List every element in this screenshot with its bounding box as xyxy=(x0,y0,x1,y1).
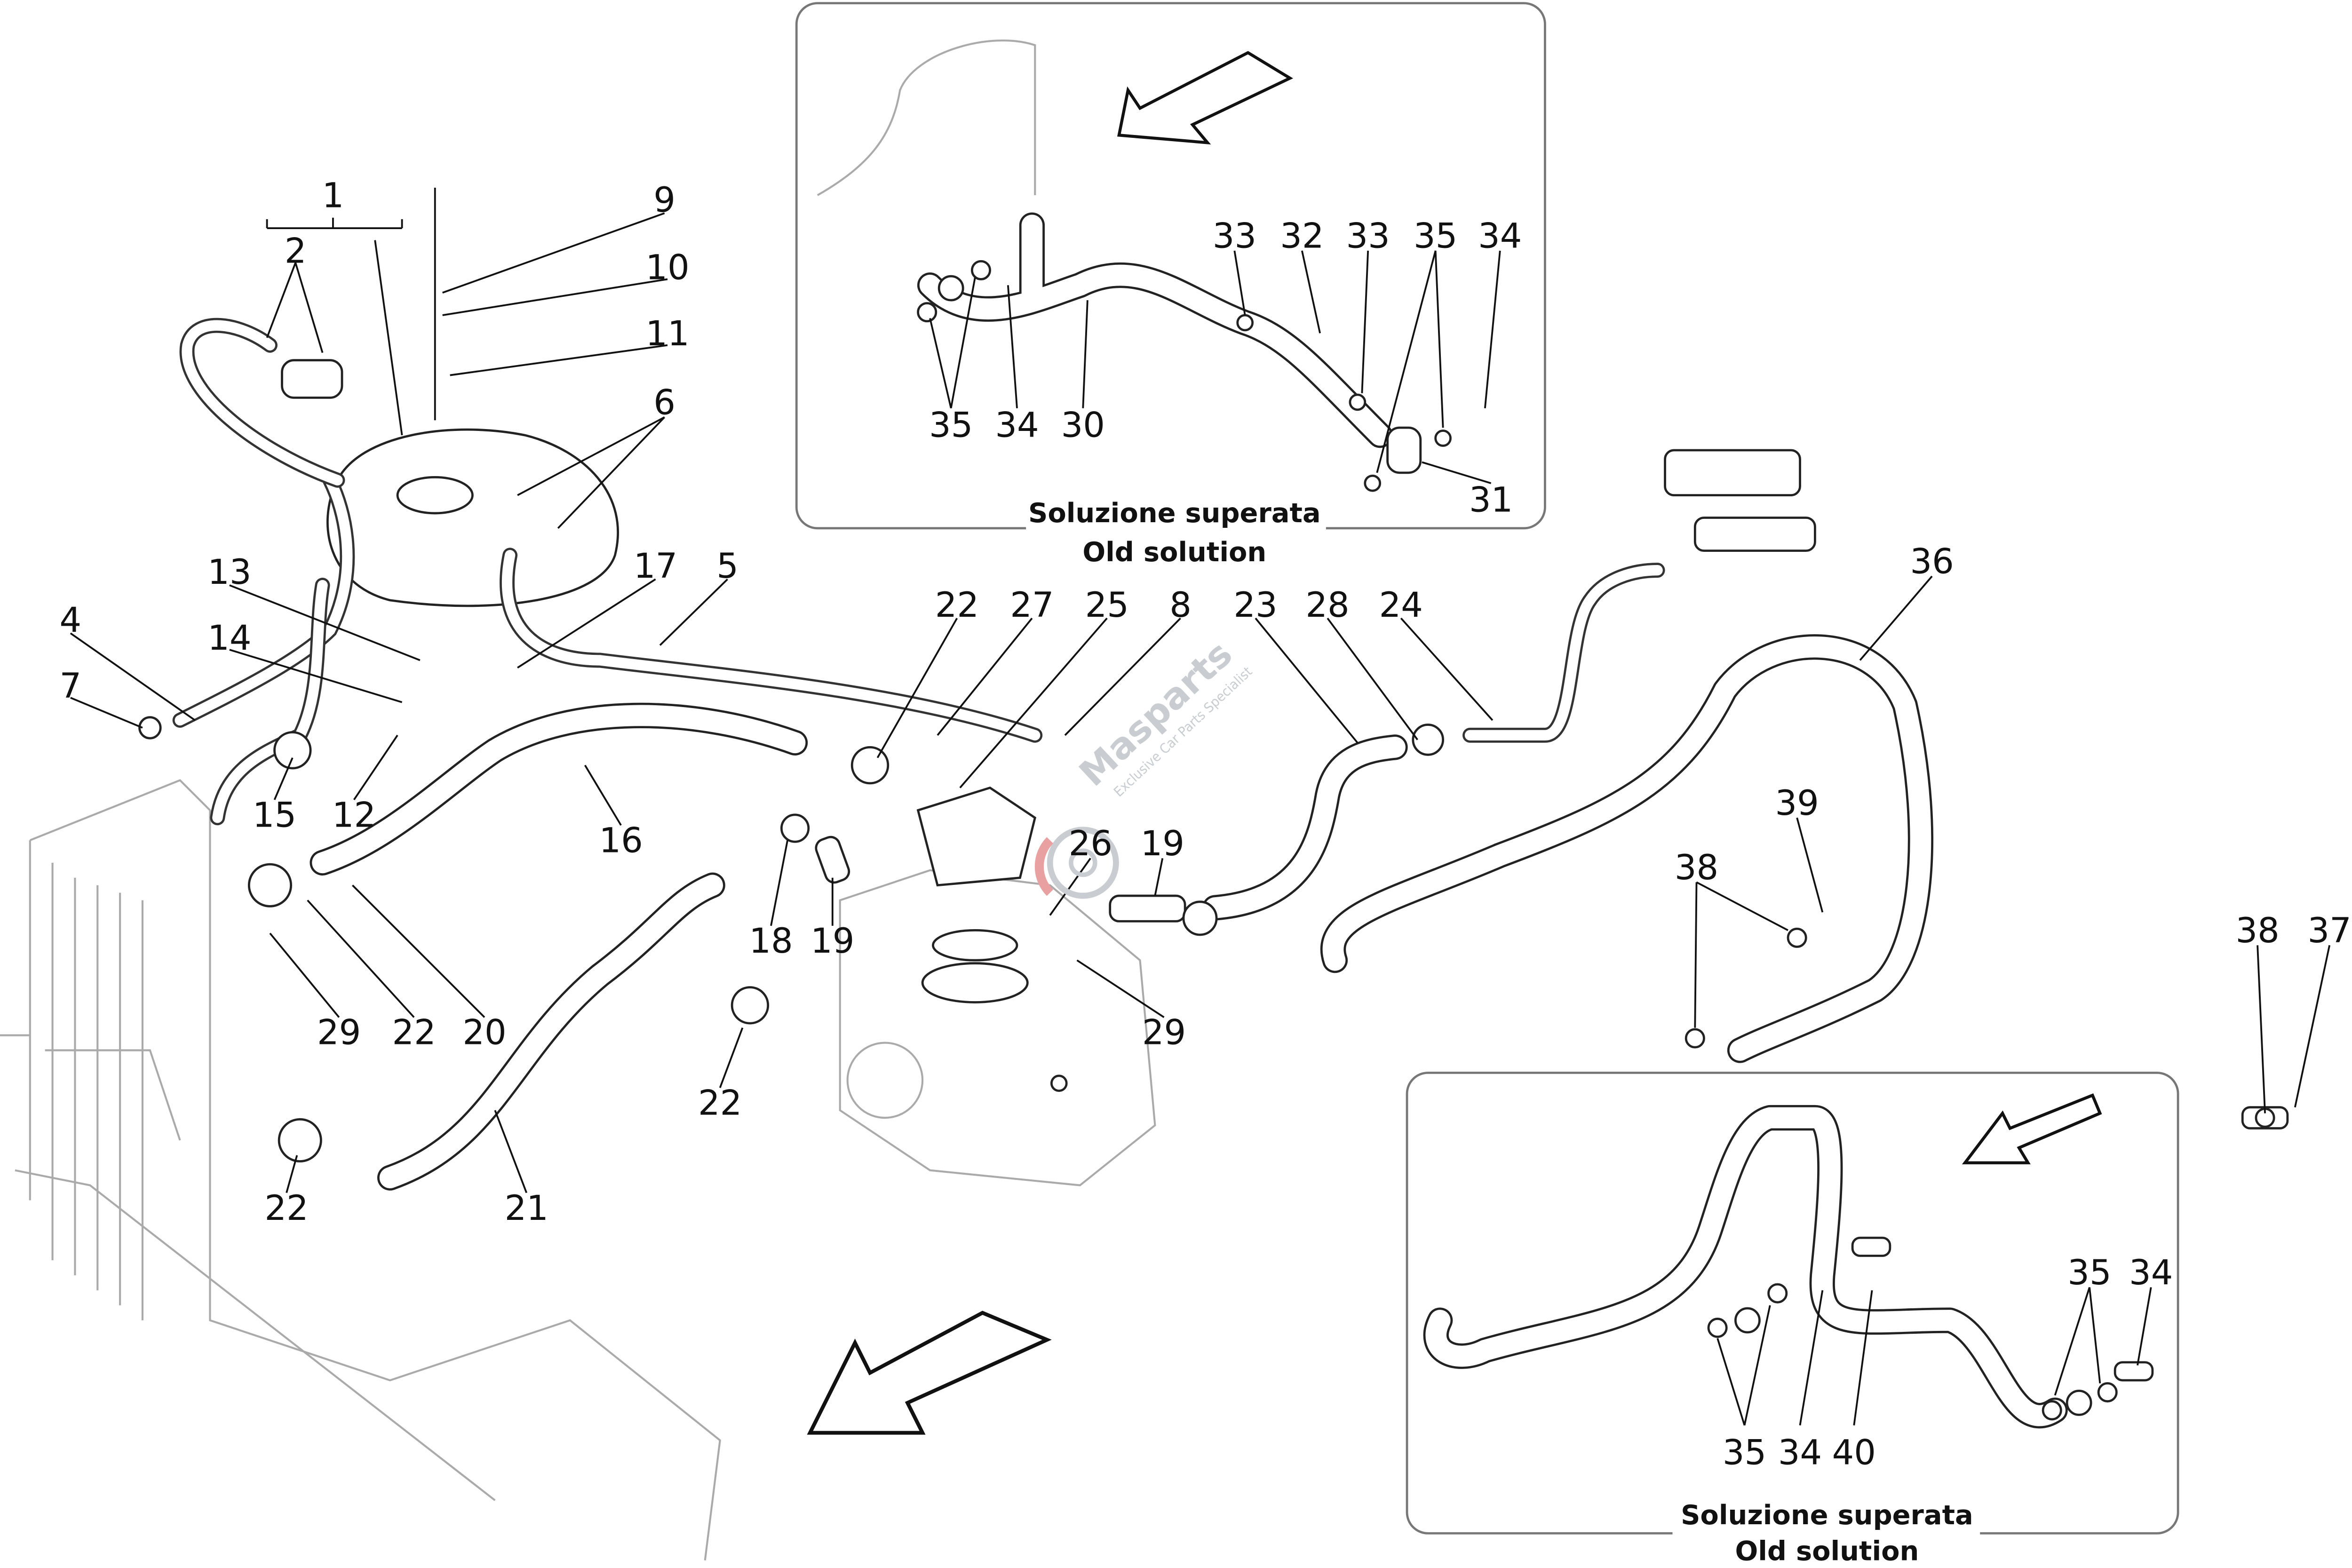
ref-label: 19 xyxy=(1141,824,1184,864)
ref-label: 24 xyxy=(1379,585,1423,625)
inset-top-caption-it: Soluzione superata xyxy=(1028,497,1321,529)
inset-top-caption-en: Old solution xyxy=(1082,536,1266,568)
ref-label: 2 xyxy=(285,231,307,271)
ref-label: 34 xyxy=(2129,1253,2173,1293)
ref-label: 22 xyxy=(264,1188,308,1228)
ref-label: 17 xyxy=(634,546,677,586)
ref-label: 19 xyxy=(810,921,854,961)
ref-label: 34 xyxy=(1478,216,1522,256)
ref-label: 31 xyxy=(1469,480,1513,520)
reference-labels: 33 32 33 35 34 35 34 30 31 1 2 9 10 11 6… xyxy=(60,175,2352,1472)
ref-label: 21 xyxy=(505,1188,548,1228)
ref-label: 1 xyxy=(322,175,344,215)
ref-label: 22 xyxy=(698,1083,742,1123)
ref-label: 32 xyxy=(1280,216,1324,256)
ref-label: 35 xyxy=(929,405,973,445)
ref-label: 37 xyxy=(2308,911,2352,951)
ref-label: 27 xyxy=(1010,585,1054,625)
ref-label: 39 xyxy=(1775,783,1819,823)
inset-bottom-caption-it: Soluzione superata xyxy=(1681,1499,1973,1531)
ref-label: 38 xyxy=(1675,848,1718,888)
ref-label: 35 xyxy=(2067,1253,2111,1293)
ref-label: 33 xyxy=(1346,216,1390,256)
inset-bottom-caption-en: Old solution xyxy=(1735,1536,1919,1567)
ref-label: 15 xyxy=(253,795,296,835)
expansion-tank xyxy=(281,187,619,607)
ref-label: 12 xyxy=(332,795,376,835)
ref-label: 36 xyxy=(1910,541,1954,581)
ref-label: 10 xyxy=(645,247,689,287)
ref-label: 16 xyxy=(599,821,643,861)
inset-bottom-old-solution: Soluzione superata Old solution xyxy=(1406,1071,2179,1567)
ref-label: 18 xyxy=(749,921,793,961)
ref-label: 13 xyxy=(207,552,251,592)
ref-label: 28 xyxy=(1305,585,1349,625)
ref-label: 6 xyxy=(653,382,675,422)
direction-arrow-icon xyxy=(1962,1093,2102,1164)
ref-label: 7 xyxy=(60,666,82,706)
ref-label: 5 xyxy=(716,546,739,586)
radiator xyxy=(0,779,721,1560)
watermark-wheel-icon xyxy=(1034,827,1119,899)
ref-label: 29 xyxy=(317,1013,361,1053)
ref-label: 35 xyxy=(1723,1433,1766,1473)
ref-label: 35 xyxy=(1414,216,1457,256)
ref-label: 34 xyxy=(1778,1433,1822,1473)
ref-label: 34 xyxy=(995,405,1039,445)
ref-label: 29 xyxy=(1142,1013,1186,1053)
ref-label: 26 xyxy=(1069,824,1112,864)
ref-label: 40 xyxy=(1832,1433,1876,1473)
ref-label: 20 xyxy=(462,1013,506,1053)
leader-lines xyxy=(70,212,2331,1194)
ref-label: 22 xyxy=(935,585,979,625)
ref-label: 9 xyxy=(653,180,675,220)
inset-top-old-solution: Soluzione superata Old solution xyxy=(795,2,1546,568)
ref-label: 25 xyxy=(1085,585,1129,625)
water-pump-housing xyxy=(839,786,1156,1186)
ref-label: 4 xyxy=(60,600,82,640)
ref-label: 23 xyxy=(1233,585,1277,625)
watermark-logo: Masparts Exclusive Car Parts Specialist xyxy=(1072,633,1255,800)
direction-arrow-icon xyxy=(1117,51,1294,145)
ref-label: 30 xyxy=(1061,405,1105,445)
ref-label: 14 xyxy=(207,618,251,658)
ref-label: 8 xyxy=(1169,585,1192,625)
ref-label: 22 xyxy=(392,1013,436,1053)
hose-clamps xyxy=(138,716,2275,1162)
direction-arrow-icon xyxy=(807,1311,1052,1435)
ref-label: 33 xyxy=(1213,216,1256,256)
watermark-brand: Masparts xyxy=(1072,633,1240,795)
ref-label: 11 xyxy=(645,314,689,354)
ref-label: 38 xyxy=(2235,911,2279,951)
